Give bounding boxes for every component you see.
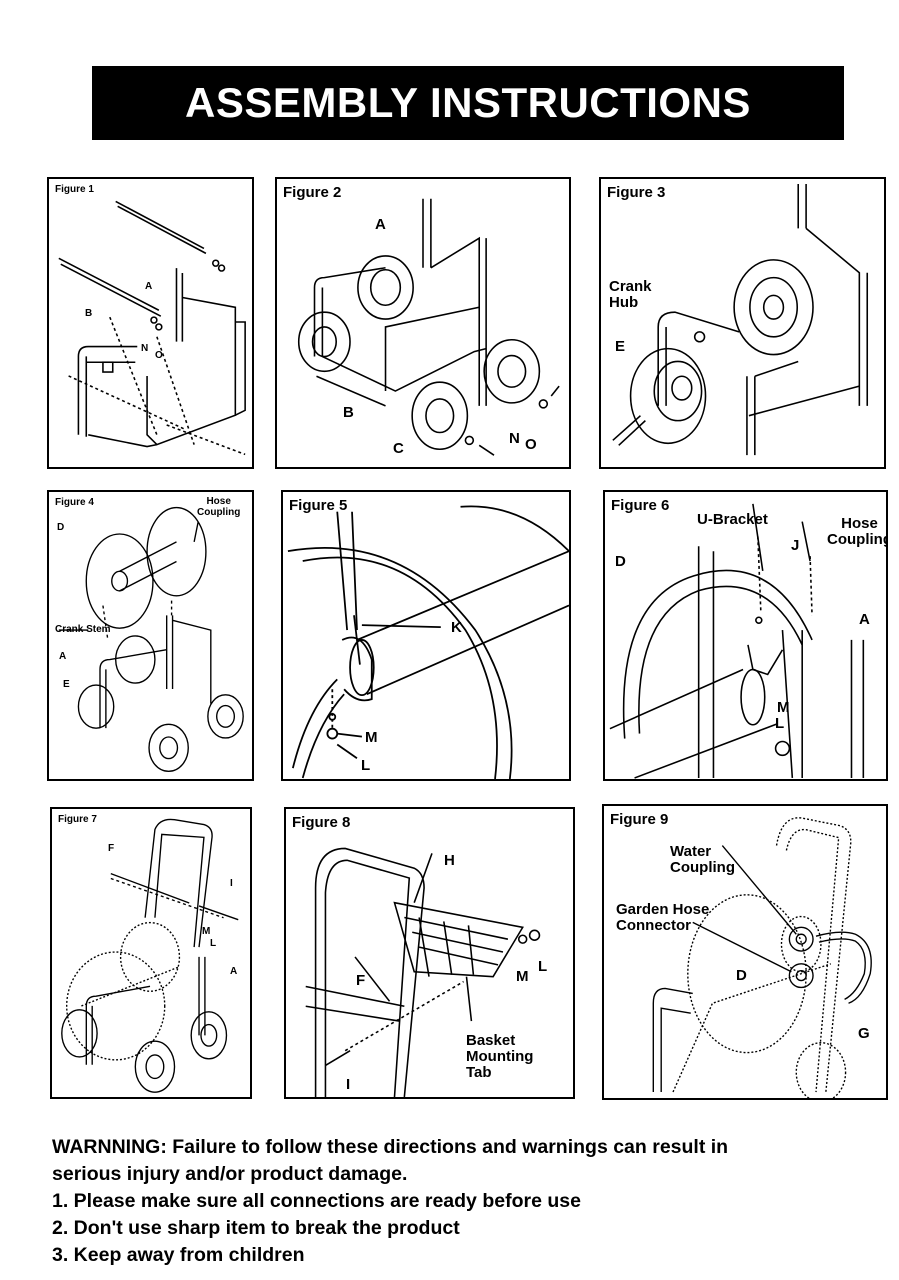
figure-9: Figure 9 Water Coupling Garden Hose Conn… xyxy=(602,804,888,1100)
crank-stem-label: Crank Stem xyxy=(55,624,111,635)
figure-3-illustration xyxy=(612,183,869,456)
figure-3: Figure 3 Crank Hub E xyxy=(599,177,886,469)
part-label-m: M xyxy=(365,729,378,746)
figure-1-title: Figure 1 xyxy=(55,184,94,195)
part-label-m: M xyxy=(777,699,790,716)
figure-5: Figure 5 K M L xyxy=(281,490,571,781)
part-label-e: E xyxy=(615,338,626,355)
figure-6-illustration xyxy=(609,503,865,779)
hose-coupling-label: Hose Coupling xyxy=(197,496,241,518)
part-label-l: L xyxy=(775,715,785,732)
warning-item: 1. Please make sure all connections are … xyxy=(52,1190,581,1212)
part-label-d: D xyxy=(736,967,747,984)
warning-item: 3. Keep away from children xyxy=(52,1244,305,1266)
figure-4-title: Figure 4 xyxy=(55,497,94,508)
part-label-i: I xyxy=(346,1076,351,1093)
part-label-g: G xyxy=(858,1025,870,1042)
warning-section: WARNNING: Failure to follow these direct… xyxy=(52,1134,852,1269)
figure-2-illustration xyxy=(297,198,560,456)
part-label-a: A xyxy=(59,651,67,662)
figure-1: Figure 1 A B N O xyxy=(47,177,254,469)
part-label-m: M xyxy=(202,926,211,937)
part-label-b: B xyxy=(343,404,354,421)
figure-5-title: Figure 5 xyxy=(289,497,348,514)
part-label-d: D xyxy=(615,553,626,570)
warning-heading: WARNNING: Failure to follow these direct… xyxy=(52,1136,729,1158)
figure-2-title: Figure 2 xyxy=(283,184,342,201)
figure-1-illustration xyxy=(58,200,246,456)
water-coupling-label: Water Coupling xyxy=(670,843,735,876)
figure-9-title: Figure 9 xyxy=(610,811,669,828)
u-bracket-label: U-Bracket xyxy=(697,511,768,528)
part-label-m: M xyxy=(516,968,529,985)
warning-item: 2. Don't use sharp item to break the pro… xyxy=(52,1217,460,1239)
warning-heading-continued: serious injury and/or product damage. xyxy=(52,1163,408,1185)
hose-coupling-label: Hose Coupling xyxy=(827,515,888,548)
part-label-i: I xyxy=(230,878,233,889)
figure-4-illustration xyxy=(58,506,244,773)
part-label-n: N xyxy=(509,430,520,447)
figure-7: Figure 7 F I M L A xyxy=(50,807,252,1099)
figure-7-illustration xyxy=(61,818,239,1093)
part-label-k: K xyxy=(451,619,462,636)
crank-hub-label: Crank Hub xyxy=(609,278,652,311)
part-label-a: A xyxy=(145,281,153,292)
figure-6-title: Figure 6 xyxy=(611,497,670,514)
figure-8-illustration xyxy=(305,847,541,1097)
part-label-o: O xyxy=(525,436,537,453)
part-label-f: F xyxy=(108,843,115,854)
figure-6: Figure 6 U-Bracket J Hose Coupling D A M… xyxy=(603,490,888,781)
basket-mounting-tab-label: Basket Mounting Tab xyxy=(466,1032,534,1081)
page-title: ASSEMBLY INSTRUCTIONS xyxy=(185,79,751,126)
part-label-a: A xyxy=(230,966,238,977)
part-label-l: L xyxy=(361,757,371,774)
figure-2: Figure 2 A B C N O xyxy=(275,177,571,469)
figure-4: Figure 4 Hose Coupling D Crank Stem A E xyxy=(47,490,254,781)
part-label-a: A xyxy=(859,611,870,628)
part-label-e: E xyxy=(63,679,70,690)
figure-8-title: Figure 8 xyxy=(292,814,351,831)
figure-9-illustration xyxy=(652,817,872,1098)
part-label-n: N xyxy=(141,343,149,354)
part-label-o: O xyxy=(155,350,163,361)
part-label-a: A xyxy=(375,216,386,233)
part-label-d: D xyxy=(57,522,65,533)
part-label-j: J xyxy=(791,537,800,554)
figure-8: Figure 8 H F M L Basket Mounting Tab I xyxy=(284,807,575,1099)
figure-7-title: Figure 7 xyxy=(58,814,97,825)
part-label-h: H xyxy=(444,852,455,869)
part-label-c: C xyxy=(393,440,404,457)
part-label-b: B xyxy=(85,308,93,319)
part-label-l: L xyxy=(538,958,548,975)
figure-5-illustration xyxy=(287,505,569,779)
figure-3-title: Figure 3 xyxy=(607,184,666,201)
garden-hose-connector-label: Garden Hose Connector xyxy=(616,901,710,934)
part-label-l: L xyxy=(210,938,217,949)
part-label-f: F xyxy=(356,972,366,989)
title-banner: ASSEMBLY INSTRUCTIONS xyxy=(92,66,844,140)
